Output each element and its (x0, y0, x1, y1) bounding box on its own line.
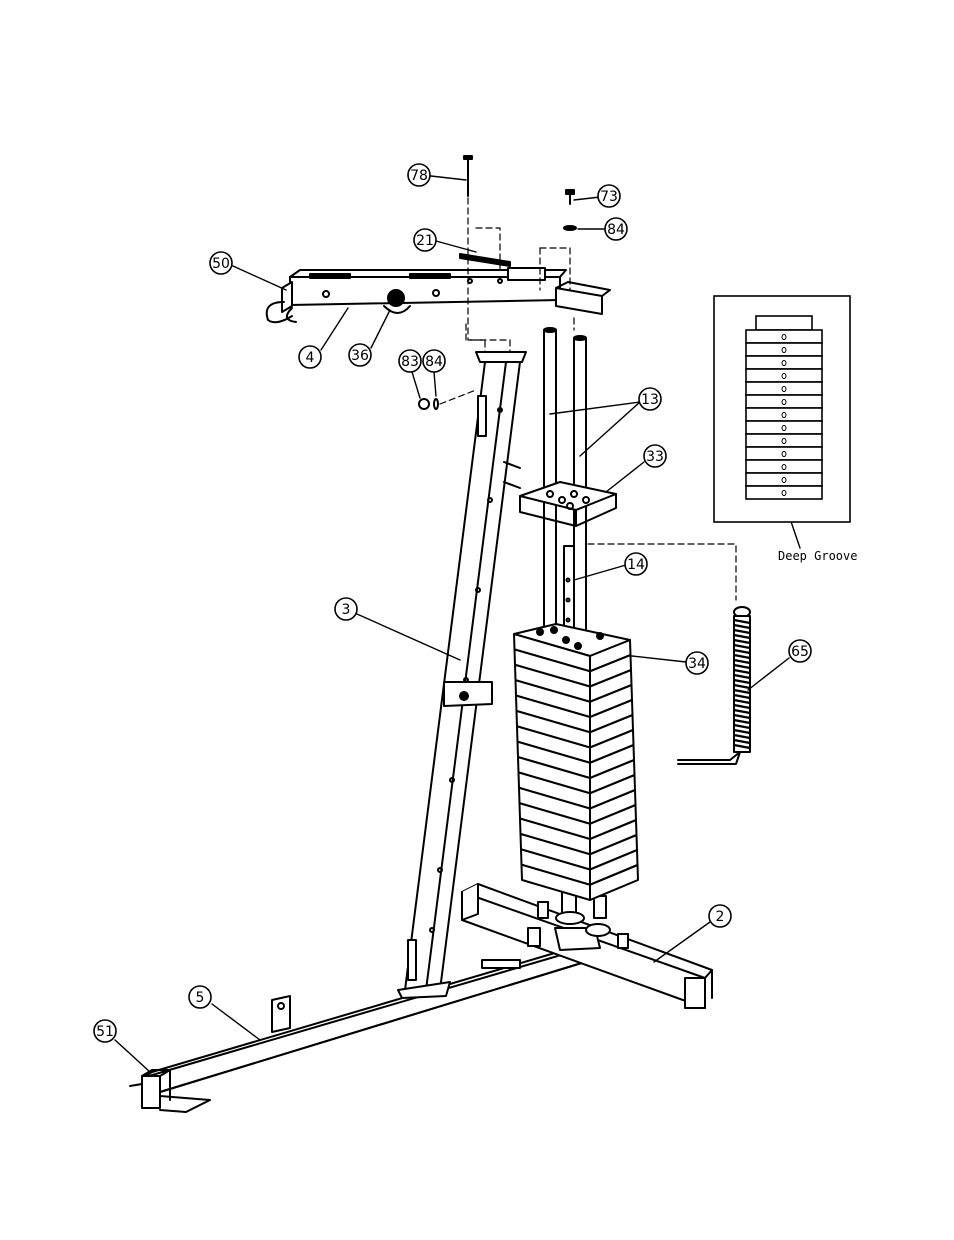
inset-plate-hole (782, 491, 786, 496)
svg-text:33: 33 (646, 449, 664, 465)
inset-plate-hole (782, 348, 786, 353)
callout-73: 73 (598, 185, 620, 207)
inset-plate-hole (782, 400, 786, 405)
svg-text:83: 83 (401, 354, 419, 370)
inset-plate-hole (782, 335, 786, 340)
inset-plate-hole (782, 465, 786, 470)
callout-36: 36 (349, 344, 371, 366)
top-beam (267, 268, 610, 322)
callout-13: 13 (639, 388, 661, 410)
callout-5: 5 (189, 986, 211, 1008)
inset-caption: Deep Groove (778, 549, 857, 563)
svg-text:4: 4 (306, 350, 315, 366)
svg-text:2: 2 (716, 909, 725, 925)
callout-21: 21 (414, 229, 436, 251)
callout-51: 51 (94, 1020, 116, 1042)
callout-2: 2 (709, 905, 731, 927)
inset-plate-hole (782, 374, 786, 379)
svg-text:65: 65 (791, 644, 809, 660)
svg-text:3: 3 (342, 602, 351, 618)
inset-plate-hole (782, 413, 786, 418)
inset-plate-hole (782, 452, 786, 457)
svg-text:78: 78 (410, 168, 428, 184)
svg-text:34: 34 (688, 656, 706, 672)
inset-plate-hole (782, 361, 786, 366)
callout-78: 78 (408, 164, 430, 186)
svg-text:51: 51 (96, 1024, 114, 1040)
inset-plate-hole (782, 478, 786, 483)
callout-83: 83 (399, 350, 421, 372)
callout-14: 14 (625, 553, 647, 575)
callout-4: 4 (299, 346, 321, 368)
callout-84-top: 84 (605, 218, 627, 240)
callout-50: 50 (210, 252, 232, 274)
svg-text:5: 5 (196, 990, 205, 1006)
svg-text:36: 36 (351, 348, 369, 364)
callout-34: 34 (686, 652, 708, 674)
callout-33: 33 (644, 445, 666, 467)
inset-plate-hole (782, 439, 786, 444)
svg-text:84: 84 (607, 222, 625, 238)
callout-65: 65 (789, 640, 811, 662)
callout-3: 3 (335, 598, 357, 620)
inset-plate-hole (782, 426, 786, 431)
callout-84-lower: 84 (423, 350, 445, 372)
svg-text:50: 50 (212, 256, 230, 272)
inset-plate-hole (782, 387, 786, 392)
svg-text:13: 13 (641, 392, 659, 408)
top-plate (520, 482, 616, 526)
svg-text:73: 73 (600, 189, 618, 205)
svg-text:21: 21 (416, 233, 434, 249)
svg-text:14: 14 (627, 557, 645, 573)
inset-detail: Deep Groove (714, 296, 857, 563)
svg-text:84: 84 (425, 354, 443, 370)
